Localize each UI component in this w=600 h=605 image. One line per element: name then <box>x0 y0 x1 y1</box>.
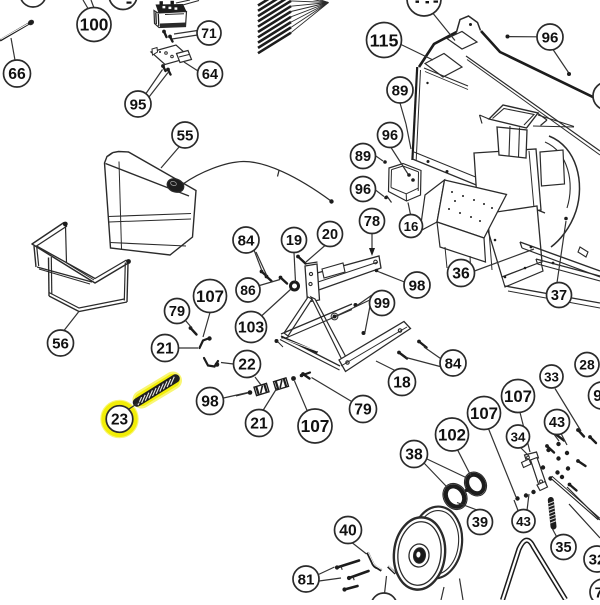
svg-text:20: 20 <box>322 227 338 243</box>
svg-text:64: 64 <box>202 67 218 83</box>
svg-text:39: 39 <box>472 515 488 531</box>
svg-text:98: 98 <box>201 394 219 411</box>
svg-text:107: 107 <box>196 287 224 306</box>
svg-text:23: 23 <box>111 412 128 429</box>
svg-text:19: 19 <box>286 233 302 249</box>
svg-text:81: 81 <box>298 571 315 588</box>
svg-text:96: 96 <box>355 182 371 198</box>
svg-text:84: 84 <box>238 232 255 249</box>
svg-text:38: 38 <box>405 447 423 464</box>
svg-text:40: 40 <box>339 523 357 540</box>
svg-text:71: 71 <box>201 25 217 41</box>
svg-text:79: 79 <box>354 402 372 419</box>
svg-text:96: 96 <box>542 29 559 46</box>
svg-text:89: 89 <box>392 82 409 99</box>
svg-text:98: 98 <box>409 277 426 294</box>
svg-text:76: 76 <box>595 584 600 600</box>
svg-text:21: 21 <box>156 341 174 358</box>
svg-text:99: 99 <box>374 296 390 312</box>
svg-text:79: 79 <box>169 304 185 320</box>
svg-text:107: 107 <box>470 404 498 423</box>
svg-text:55: 55 <box>177 127 194 144</box>
svg-text:43: 43 <box>516 514 531 529</box>
svg-text:33: 33 <box>544 369 559 384</box>
svg-text:32: 32 <box>589 551 600 568</box>
svg-text:37: 37 <box>551 288 567 304</box>
svg-text:103: 103 <box>238 320 265 337</box>
svg-text:107: 107 <box>504 387 532 406</box>
svg-text:78: 78 <box>364 214 380 230</box>
svg-text:86: 86 <box>240 282 256 298</box>
svg-text:36: 36 <box>452 266 470 283</box>
svg-text:84: 84 <box>445 355 462 372</box>
svg-text:21: 21 <box>250 416 268 433</box>
svg-text:89: 89 <box>355 149 371 165</box>
svg-text:28: 28 <box>579 357 595 373</box>
svg-text:18: 18 <box>393 375 411 392</box>
svg-text:102: 102 <box>438 426 466 445</box>
svg-text:100: 100 <box>80 15 109 35</box>
svg-text:34: 34 <box>511 429 526 444</box>
svg-text:56: 56 <box>52 335 69 352</box>
svg-text:16: 16 <box>404 219 419 234</box>
svg-text:115: 115 <box>370 30 399 50</box>
svg-text:96: 96 <box>593 388 600 405</box>
svg-text:107: 107 <box>301 416 330 436</box>
svg-text:22: 22 <box>238 357 256 374</box>
svg-text:95: 95 <box>130 96 147 113</box>
svg-text:66: 66 <box>8 66 26 83</box>
svg-text:43: 43 <box>549 415 565 431</box>
svg-text:96: 96 <box>382 128 398 144</box>
svg-text:35: 35 <box>555 540 571 556</box>
